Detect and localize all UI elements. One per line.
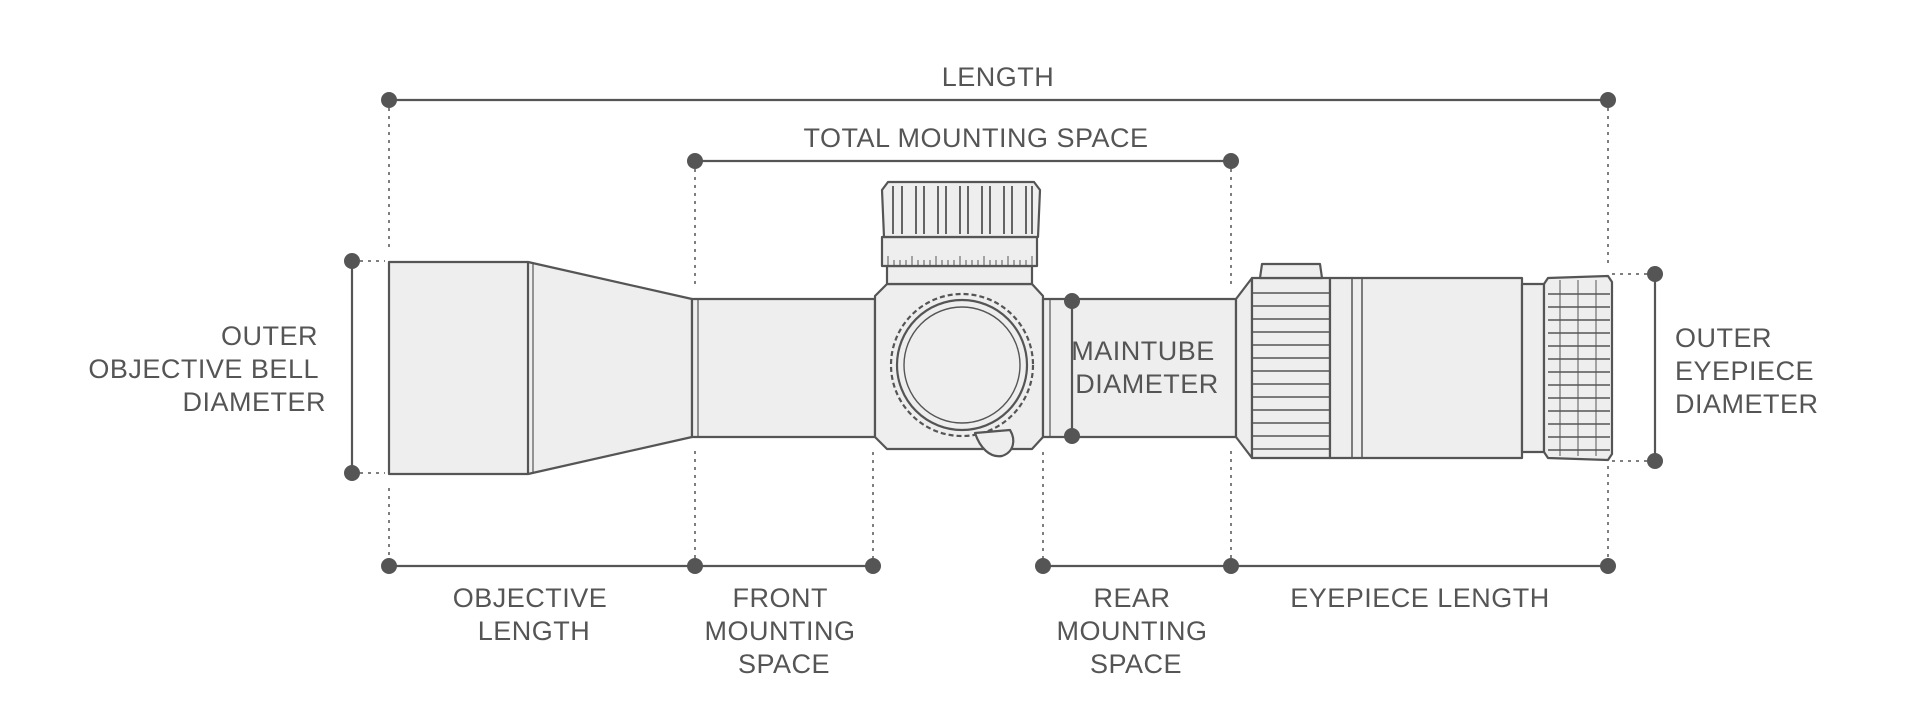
- maintube-dot-top: [1064, 293, 1080, 309]
- rear-mounting-dot-end: [1223, 558, 1239, 574]
- maintube-diameter-label: MAINTUBE DIAMETER: [1071, 336, 1223, 399]
- length-dot-end: [1600, 92, 1616, 108]
- eyepiece-body: [1328, 276, 1524, 460]
- front-tube: [690, 297, 877, 439]
- objective-length-dot-end: [687, 558, 703, 574]
- objective-length-label: OBJECTIVE LENGTH: [453, 583, 616, 646]
- eyepiece-length-label: EYEPIECE LENGTH: [1290, 583, 1550, 613]
- length-label: LENGTH: [942, 62, 1055, 92]
- diopter-ring-grip: [1548, 280, 1610, 456]
- side-focus-knob-inner: [903, 306, 1021, 424]
- total-mounting-dot-end: [1223, 153, 1239, 169]
- objective-length-dot-start: [381, 558, 397, 574]
- front-mounting-space-label: FRONT MOUNTING SPACE: [705, 583, 864, 679]
- rear-tube: [1041, 297, 1238, 439]
- front-mounting-dot-end: [865, 558, 881, 574]
- riflescope: [387, 180, 1614, 476]
- rear-mounting-dot-start: [1035, 558, 1051, 574]
- eyepiece-diameter-dot-bottom: [1647, 453, 1663, 469]
- magnification-ring: [1250, 276, 1332, 460]
- objective-diameter-dot-top: [344, 253, 360, 269]
- turret-neck: [885, 264, 1034, 286]
- turret-scale-ticks: [887, 256, 1033, 266]
- eyepiece-length-dot-end: [1600, 558, 1616, 574]
- eyepiece-diameter-dot-top: [1647, 266, 1663, 282]
- magnification-ring-grip: [1252, 292, 1330, 450]
- side-knob-lever: [973, 428, 1015, 458]
- total-mounting-dot-start: [687, 153, 703, 169]
- objective-diameter-dot-bottom: [344, 465, 360, 481]
- objective-bell: [387, 260, 694, 476]
- outer-objective-bell-diameter-label: OUTER OBJECTIVE BELL DIAMETER: [88, 321, 326, 417]
- total-mounting-space-label: TOTAL MOUNTING SPACE: [803, 123, 1148, 153]
- ocular-collar: [1520, 282, 1546, 454]
- maintube-dot-bottom: [1064, 428, 1080, 444]
- length-dot-start: [381, 92, 397, 108]
- turret-knurling: [892, 186, 1033, 234]
- eyepiece-cone: [1234, 276, 1254, 460]
- labels: LENGTH TOTAL MOUNTING SPACE OUTER OBJECT…: [88, 62, 1822, 679]
- elevation-turret-cap: [880, 180, 1042, 239]
- outer-eyepiece-diameter-label: OUTER EYEPIECE DIAMETER: [1675, 323, 1822, 419]
- extension-lines: [352, 100, 1655, 565]
- rear-mounting-space-label: REAR MOUNTING SPACE: [1057, 583, 1216, 679]
- throw-lever: [1258, 262, 1324, 280]
- dimension-lines: [344, 92, 1663, 574]
